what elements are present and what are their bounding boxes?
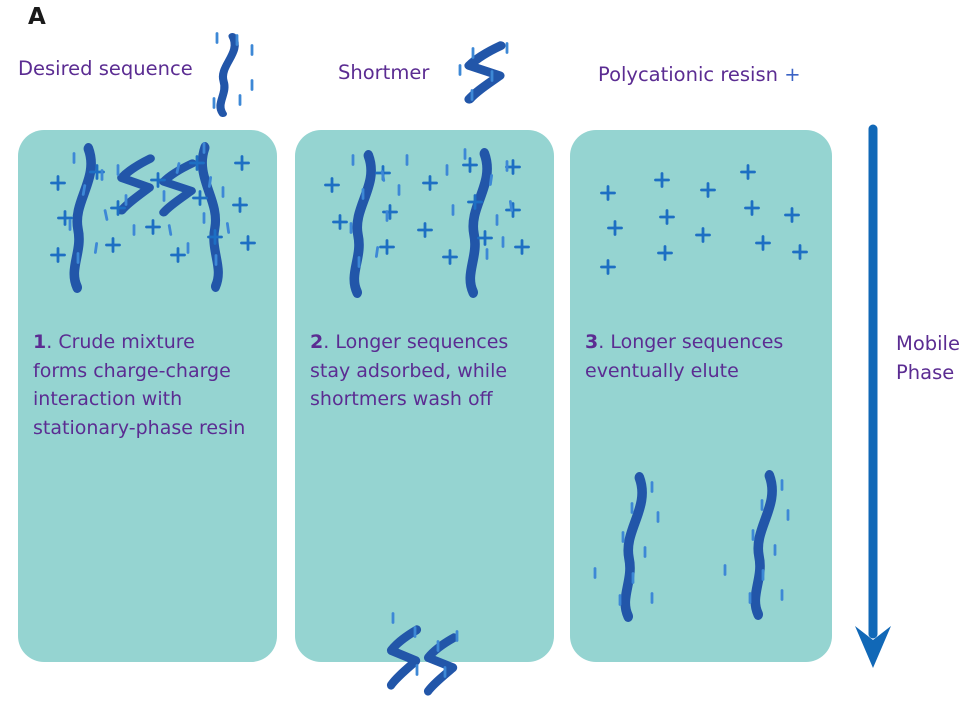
plus-charge-icon <box>784 207 800 223</box>
plus-charge-icon <box>462 157 478 173</box>
graphics-layer <box>324 148 530 299</box>
plus-charge-icon <box>332 214 348 230</box>
negative-charge-dash-icon <box>93 242 99 254</box>
plus-charge-icon <box>105 237 121 253</box>
panel-step-2: 2. Longer sequences stay adsorbed, while… <box>295 130 554 662</box>
step-text: . Longer sequences stay adsorbed, while … <box>310 331 509 410</box>
plus-charge-icon <box>145 219 161 235</box>
plus-charge-icon <box>110 200 126 216</box>
plus-charge-icon <box>695 227 711 243</box>
sequence-strand-icon <box>620 472 647 623</box>
step-text: . Longer sequences eventually elute <box>585 331 784 382</box>
negative-charge-dash-icon <box>175 162 181 174</box>
sequence-strand-icon <box>750 470 777 621</box>
shortmer-strand-icon <box>464 41 506 104</box>
shortmer-strand-icon <box>423 633 459 696</box>
negative-charge-dash-icon <box>374 246 380 258</box>
panel-2-caption: 2. Longer sequences stay adsorbed, while… <box>310 328 545 414</box>
plus-charge-icon <box>600 185 616 201</box>
plus-charge-icon <box>505 202 521 218</box>
panel-3-graphics <box>570 130 832 662</box>
plus-charge-icon <box>657 245 673 261</box>
step-number: 1 <box>33 331 47 353</box>
plus-charge-icon <box>170 247 186 263</box>
sequence-strand-icon <box>216 33 239 117</box>
plus-charge-icon <box>505 159 521 175</box>
plus-charge-icon <box>744 200 760 216</box>
plus-charge-icon <box>792 244 808 260</box>
mobile-phase-label: Mobile Phase <box>896 329 960 387</box>
arrow-head <box>855 626 891 668</box>
step-number: 3 <box>585 331 599 353</box>
washed-off-shortmers-icon <box>360 612 490 704</box>
negative-charge-dash-icon <box>81 184 87 196</box>
plus-charge-icon <box>50 175 66 191</box>
sequence-strand-icon <box>349 150 376 299</box>
plus-charge-icon <box>740 164 756 180</box>
panel-1-graphics <box>18 130 277 662</box>
plus-charge-icon <box>232 197 248 213</box>
graphics-layer <box>593 164 808 623</box>
plus-charge-icon <box>700 182 716 198</box>
plus-charge-icon <box>654 172 670 188</box>
desired-sequence-label: Desired sequence <box>18 57 193 80</box>
plus-charge-icon <box>382 204 398 220</box>
negative-charge-dash-icon <box>167 224 173 236</box>
plus-charge-icon <box>324 177 340 193</box>
plus-charge-icon <box>514 239 530 255</box>
graphics-layer <box>212 32 254 117</box>
negative-charge-dash-icon <box>380 170 386 182</box>
plus-charge-icon <box>422 175 438 191</box>
sequence-strand-icon <box>69 143 96 294</box>
plus-charge-icon <box>755 235 771 251</box>
plus-charge-icon <box>600 259 616 275</box>
sequence-strand-icon <box>465 148 492 299</box>
panel-step-1: 1. Crude mixture forms charge-charge int… <box>18 130 277 662</box>
plus-charge-icon <box>234 155 250 171</box>
mobile-phase-arrow-icon <box>852 124 894 672</box>
shortmer-strand-icon <box>117 154 155 215</box>
polycationic-resin-text: Polycationic resisn <box>598 63 778 86</box>
panel-3-caption: 3. Longer sequences eventually elute <box>585 328 823 385</box>
panel-2-graphics <box>295 130 554 662</box>
shortmer-label: Shortmer <box>338 61 430 84</box>
plus-charge-icon <box>50 247 66 263</box>
mobile-phase-line2: Phase <box>896 361 955 384</box>
sequence-strand-icon <box>197 142 223 293</box>
desired-sequence-icon <box>202 30 266 120</box>
plus-charge-icon <box>150 172 166 188</box>
mobile-phase-line1: Mobile <box>896 332 960 355</box>
arrow-layer <box>855 124 891 668</box>
negative-charge-dash-icon <box>207 176 213 188</box>
plus-charge-icon <box>659 209 675 225</box>
plus-charge-icon <box>57 210 73 226</box>
plus-charge-icon <box>417 222 433 238</box>
plus-charge-icon: + <box>784 63 801 86</box>
plus-charge-icon <box>192 190 208 206</box>
graphics-layer <box>50 142 256 294</box>
step-number: 2 <box>310 331 324 353</box>
panel-1-caption: 1. Crude mixture forms charge-charge int… <box>33 328 268 442</box>
polycationic-resin-label: Polycationic resisn + <box>598 63 801 86</box>
shortmer-strand-icon <box>159 159 197 217</box>
plus-charge-icon <box>607 220 623 236</box>
plus-charge-icon <box>207 229 223 245</box>
negative-charge-dash-icon <box>225 222 231 234</box>
plus-charge-icon <box>477 230 493 246</box>
plus-charge-icon <box>442 249 458 265</box>
graphics-layer <box>458 41 509 104</box>
figure-label: A <box>28 4 46 30</box>
plus-charge-icon <box>189 155 205 171</box>
plus-charge-icon <box>240 235 256 251</box>
negative-charge-dash-icon <box>103 209 109 221</box>
plus-charge-icon <box>467 194 483 210</box>
negative-charge-dash-icon <box>508 200 514 212</box>
panel-step-3: 3. Longer sequences eventually elute <box>570 130 832 662</box>
plus-charge-icon <box>379 239 395 255</box>
shortmer-icon <box>452 36 522 106</box>
negative-charge-dash-icon <box>488 174 494 186</box>
graphics-layer <box>386 612 459 696</box>
step-text: . Crude mixture forms charge-charge inte… <box>33 331 246 439</box>
shortmer-strand-icon <box>386 625 422 690</box>
